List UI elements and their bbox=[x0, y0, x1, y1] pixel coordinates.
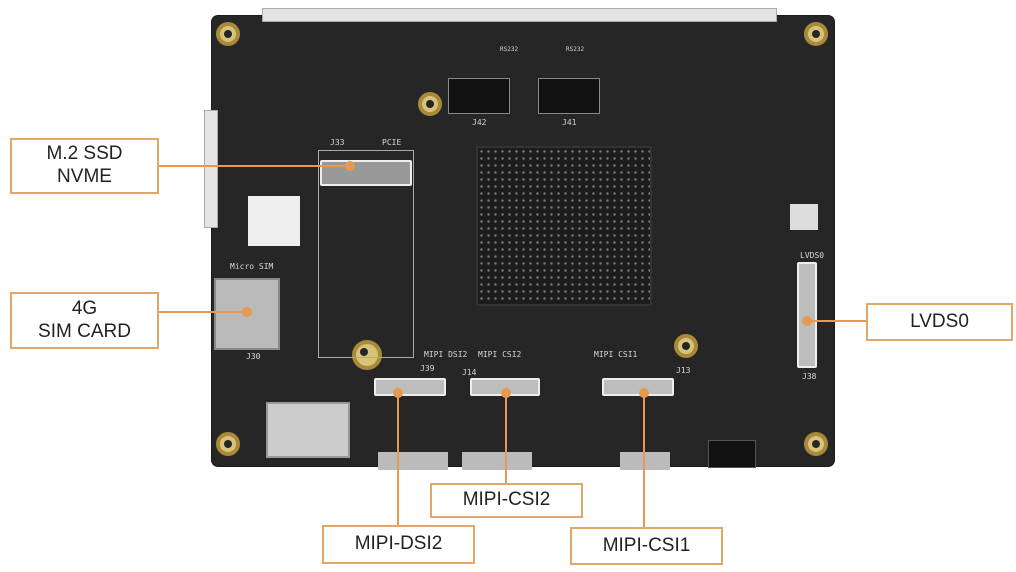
mounting-hole bbox=[216, 432, 240, 456]
callout-dot-lvds bbox=[802, 316, 812, 326]
callout-dot-sim bbox=[242, 307, 252, 317]
micro-sim-label: Micro SIM bbox=[230, 262, 274, 271]
m2-standoff bbox=[352, 340, 382, 370]
callout-line-sim bbox=[158, 311, 248, 313]
j14-label: J14 bbox=[462, 368, 477, 377]
callout-dot-csi2 bbox=[501, 388, 511, 398]
mounting-hole bbox=[216, 22, 240, 46]
mounting-hole bbox=[804, 22, 828, 46]
callout-line-dsi2 bbox=[397, 392, 399, 526]
j38-label: J38 bbox=[802, 372, 817, 381]
callout-line-csi1 bbox=[643, 392, 645, 528]
j13-connector bbox=[602, 378, 674, 396]
bottom-port bbox=[378, 452, 448, 470]
top-terminal-headers bbox=[262, 8, 777, 22]
callout-mipi-dsi2: MIPI-DSI2 bbox=[322, 525, 475, 564]
bottom-port bbox=[266, 402, 350, 458]
callout-line-lvds bbox=[806, 320, 866, 322]
callout-lvds0: LVDS0 bbox=[866, 303, 1013, 341]
j42-label: J42 bbox=[472, 118, 487, 127]
callout-m2-ssd: M.2 SSD NVME bbox=[10, 138, 159, 194]
mipi-csi2-label: MIPI CSI2 bbox=[478, 350, 522, 359]
soc-area bbox=[476, 146, 652, 306]
callout-line-csi2 bbox=[505, 392, 507, 484]
lvds0-silk: LVDS0 bbox=[800, 251, 825, 260]
j30-label: J30 bbox=[246, 352, 261, 361]
j41-connector bbox=[538, 78, 600, 114]
j39-label: J39 bbox=[420, 364, 435, 373]
mipi-csi1-label: MIPI CSI1 bbox=[594, 350, 638, 359]
bottom-port bbox=[462, 452, 532, 470]
mipi-dsi2-label: MIPI DSI2 bbox=[424, 350, 468, 359]
lvds-connector bbox=[797, 262, 817, 368]
m2-slot-outline bbox=[318, 150, 414, 358]
rs232-label: RS232 bbox=[566, 46, 585, 53]
callout-dot-dsi2 bbox=[393, 388, 403, 398]
side-terminal-header bbox=[204, 110, 218, 228]
mounting-hole bbox=[418, 92, 442, 116]
callout-mipi-csi2: MIPI-CSI2 bbox=[430, 483, 583, 518]
callout-line-m2 bbox=[158, 165, 350, 167]
pcie-label: PCIE bbox=[382, 138, 402, 147]
j33-label: J33 bbox=[330, 138, 345, 147]
rs232-label: RS232 bbox=[500, 46, 519, 53]
j42-connector bbox=[448, 78, 510, 114]
callout-dot-csi1 bbox=[639, 388, 649, 398]
white-pad bbox=[790, 204, 818, 230]
sim-slot bbox=[214, 278, 280, 350]
m2-connector bbox=[320, 160, 412, 186]
j39-connector bbox=[374, 378, 446, 396]
power-jack bbox=[708, 440, 756, 468]
j13-label: J13 bbox=[676, 366, 691, 375]
mounting-hole bbox=[674, 334, 698, 358]
bottom-port bbox=[620, 452, 670, 470]
callout-sim-card: 4G SIM CARD bbox=[10, 292, 159, 349]
callout-dot-m2 bbox=[345, 161, 355, 171]
mounting-hole bbox=[804, 432, 828, 456]
qr-label bbox=[248, 196, 300, 246]
j41-label: J41 bbox=[562, 118, 577, 127]
callout-mipi-csi1: MIPI-CSI1 bbox=[570, 527, 723, 565]
